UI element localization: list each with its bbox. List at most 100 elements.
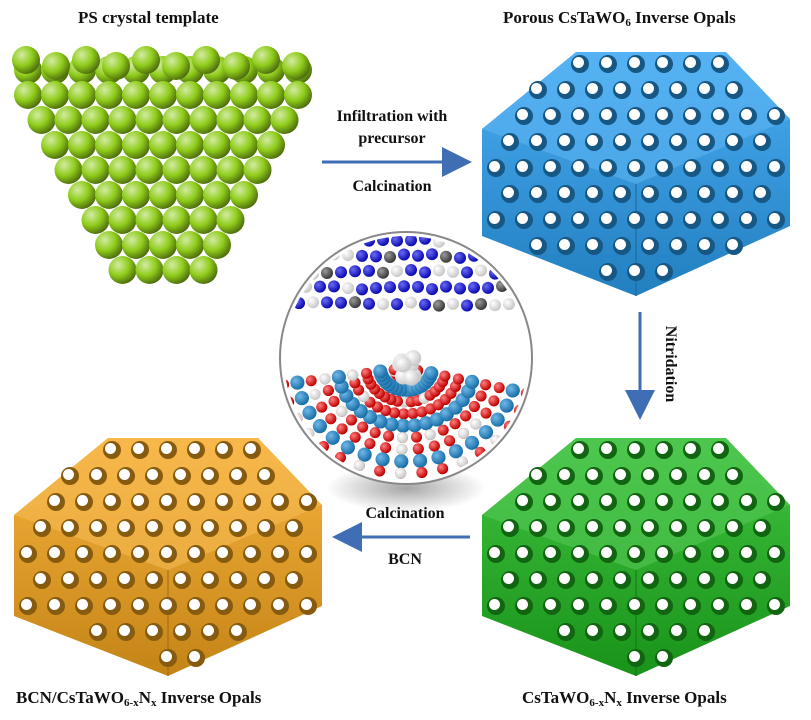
atom — [412, 280, 424, 293]
opal-pore-hole — [643, 239, 654, 250]
ps-sphere — [122, 181, 150, 209]
opal-pore-hole — [287, 573, 298, 584]
atom — [377, 266, 389, 279]
atom — [439, 370, 451, 382]
opal-pore-hole — [601, 547, 612, 558]
atom — [374, 465, 386, 477]
ps-sphere — [12, 46, 40, 74]
opal-pore-hole — [133, 443, 144, 454]
opal-pore-hole — [755, 573, 766, 584]
atom — [389, 407, 401, 419]
opal-pore-hole — [517, 599, 528, 610]
opal-pore-hole — [217, 443, 228, 454]
opal-pore-hole — [559, 521, 570, 532]
atom — [384, 251, 396, 264]
ps-sphere — [68, 181, 96, 209]
opal-pore-hole — [657, 57, 668, 68]
atom — [505, 383, 520, 398]
ps-sphere — [189, 106, 218, 134]
opal-pore-hole — [545, 213, 556, 224]
opal-pore-hole — [657, 443, 668, 454]
opal-pore-hole — [573, 57, 584, 68]
opal-pore-hole — [63, 469, 74, 480]
atom — [503, 298, 515, 311]
atom — [454, 251, 466, 264]
opal-pore-hole — [587, 239, 598, 250]
opal-pore-hole — [49, 547, 60, 558]
opal-pore-hole — [741, 495, 752, 506]
opal-pore-hole — [189, 599, 200, 610]
ps-sphere — [42, 52, 70, 80]
atom — [426, 248, 438, 261]
opal-pore-hole — [629, 599, 640, 610]
nitrided-opals-title: CsTaWO6-xNx Inverse Opals — [522, 688, 727, 709]
ps-sphere — [222, 52, 250, 80]
opal-pore-hole — [727, 521, 738, 532]
opal-pore-hole — [643, 521, 654, 532]
ps-sphere — [230, 131, 258, 159]
opal-pore-hole — [203, 521, 214, 532]
opal-pore-hole — [231, 625, 242, 636]
opal-pore-hole — [573, 443, 584, 454]
atom — [416, 467, 428, 479]
ps-sphere — [41, 81, 69, 109]
opal-pore-hole — [545, 547, 556, 558]
opal-pore-hole — [713, 495, 724, 506]
ps-sphere — [162, 106, 191, 134]
atom — [309, 388, 321, 400]
atom — [335, 266, 347, 279]
atom — [398, 408, 410, 420]
atom — [363, 264, 375, 277]
opal-pore-hole — [629, 265, 640, 276]
atom — [433, 299, 445, 312]
opal-pore-hole — [657, 213, 668, 224]
opal-pore-hole — [489, 213, 500, 224]
opal-pore-hole — [741, 213, 752, 224]
atom — [407, 418, 422, 433]
opal-pore-hole — [531, 135, 542, 146]
ps-sphere — [270, 106, 299, 134]
atom — [357, 447, 372, 462]
atom — [325, 413, 337, 425]
n-title-tail: Inverse Opals — [621, 688, 727, 707]
ps-sphere — [95, 181, 123, 209]
opal-pore-hole — [587, 573, 598, 584]
opal-pore-hole — [755, 135, 766, 146]
bcn-title-main: BCN/CsTaWO — [16, 688, 125, 707]
opal-pore-hole — [21, 547, 32, 558]
atom — [490, 412, 505, 427]
atom — [305, 375, 317, 387]
opal-pore-hole — [517, 213, 528, 224]
opal-pore-hole — [643, 469, 654, 480]
atom — [369, 427, 381, 439]
opal-pore-hole — [699, 521, 710, 532]
opal-pore-hole — [175, 573, 186, 584]
infiltration-line-1: Infiltration with — [336, 108, 448, 125]
opal-pore-hole — [259, 573, 270, 584]
opal-pore-hole — [615, 573, 626, 584]
opal-pore-hole — [671, 135, 682, 146]
atom — [448, 444, 463, 459]
bcn-title-sub1: 6-x — [124, 697, 139, 709]
opal-pore-hole — [503, 187, 514, 198]
opal-pore-hole — [77, 599, 88, 610]
atom — [478, 425, 493, 440]
ps-sphere — [135, 106, 164, 134]
ps-sphere — [243, 156, 272, 184]
opal-pore-hole — [63, 573, 74, 584]
ps-sphere — [81, 156, 110, 184]
atom — [395, 467, 407, 479]
opal-pore-hole — [203, 469, 214, 480]
atom — [437, 424, 449, 436]
ps-sphere-block — [12, 46, 312, 284]
ps-sphere — [282, 52, 310, 80]
opal-pore-hole — [189, 495, 200, 506]
atom — [499, 398, 514, 413]
atom — [440, 280, 452, 293]
calcination-top-label: Calcination — [352, 178, 432, 195]
opal-pore-hole — [259, 521, 270, 532]
ps-sphere — [203, 131, 231, 159]
opal-pore-hole — [713, 443, 724, 454]
atom — [349, 265, 361, 278]
ps-sphere — [27, 106, 56, 134]
